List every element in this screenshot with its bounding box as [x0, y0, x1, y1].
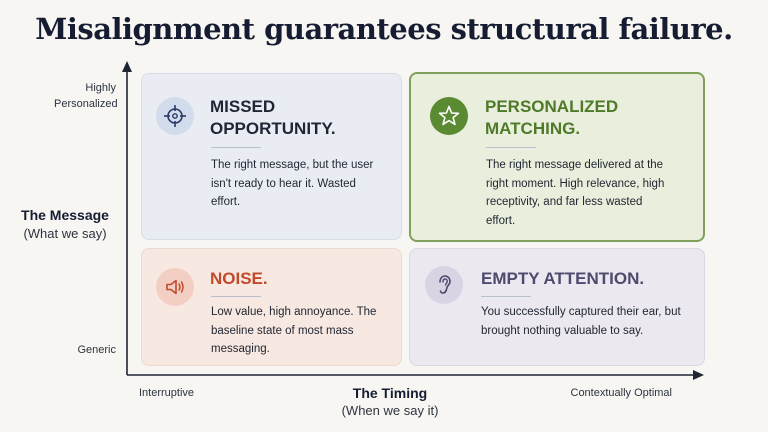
speaker-icon	[156, 268, 194, 306]
quadrant-body-noise: Low value, high annoyance. The baseline …	[211, 306, 377, 355]
quadrant-title-empty-attention: EMPTY ATTENTION.	[481, 269, 645, 288]
quadrant-title-noise: NOISE.	[210, 269, 268, 288]
quadrant-empty-attention	[409, 248, 705, 366]
quadrant-body-empty-attention: You successfully captured their ear, but…	[481, 306, 681, 337]
x-axis-right-label: Contextually Optimal	[570, 387, 673, 399]
quadrant-body-personalized-matching: The right message delivered at the right…	[486, 159, 665, 227]
quadrant-title-missed-opportunity: MISSED OPPORTUNITY.	[210, 97, 336, 138]
quadrant-noise	[141, 248, 402, 366]
y-axis-top-label: Highly Personalized	[54, 82, 118, 110]
x-axis-title: The Timing (When we say it)	[290, 385, 490, 418]
star-badge-icon	[430, 97, 468, 135]
y-axis-title-main: The Message	[21, 207, 109, 223]
quadrant-missed-opportunity	[141, 73, 402, 240]
x-axis-title-main: The Timing	[352, 385, 428, 401]
x-axis-title-sub: (When we say it)	[341, 403, 439, 418]
divider	[211, 147, 261, 148]
y-axis-title-sub: (What we say)	[23, 226, 107, 241]
y-axis-bottom-label: Generic	[77, 344, 116, 356]
page-title: Misalignment guarantees structural failu…	[35, 12, 733, 46]
x-axis-left-label: Interruptive	[139, 387, 195, 399]
divider	[486, 147, 536, 148]
y-axis-arrow	[122, 61, 132, 72]
y-axis-title: The Message (What we say)	[14, 207, 116, 241]
quadrant-body-missed-opportunity: The right message, but the user isn't re…	[211, 159, 374, 208]
divider	[211, 296, 261, 297]
divider	[481, 296, 531, 297]
quadrant-title-personalized-matching: PERSONALIZED MATCHING.	[485, 97, 619, 138]
crosshair-target-icon	[156, 97, 194, 135]
x-axis-arrow	[693, 370, 704, 380]
ear-icon	[425, 266, 463, 304]
